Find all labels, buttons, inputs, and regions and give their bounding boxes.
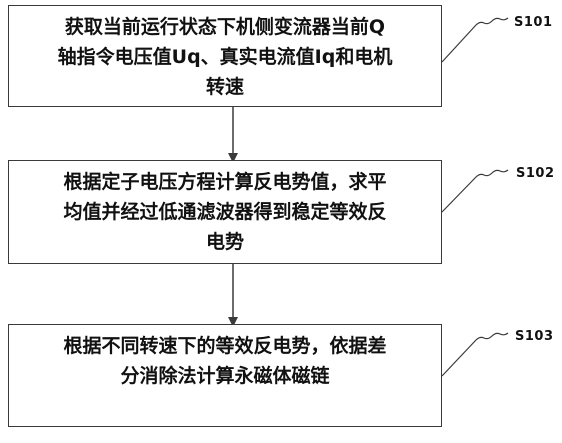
- step-text-line: 电势: [205, 231, 244, 253]
- leader-line-s103: [441, 332, 509, 377]
- leader-line-s102: [441, 169, 509, 213]
- step-text-line: 根据不同转速下的等效反电势，依据差: [63, 335, 387, 357]
- step-text-line: 轴指令电压值Uq、真实电流值Iq和电机: [57, 46, 393, 68]
- step-label-s102: S102: [516, 166, 555, 181]
- step-text-line: 根据定子电压方程计算反电势值，求平: [63, 171, 387, 193]
- step-box-s101: 获取当前运行状态下机侧变流器当前Q 轴指令电压值Uq、真实电流值Iq和电机 转速: [8, 5, 442, 107]
- step-text-line: 分消除法计算永磁体磁链: [120, 365, 330, 387]
- step-label-s101: S101: [514, 15, 553, 30]
- step-label-s103: S103: [515, 329, 554, 344]
- step-box-s102: 根据定子电压方程计算反电势值，求平 均值并经过低通滤波器得到稳定等效反 电势: [8, 160, 442, 264]
- leader-line-s101: [441, 17, 509, 63]
- step-text-line: 转速: [205, 76, 244, 98]
- step-box-s103: 根据不同转速下的等效反电势，依据差 分消除法计算永磁体磁链: [8, 324, 442, 427]
- step-text-line: 均值并经过低通滤波器得到稳定等效反: [63, 201, 387, 223]
- step-text-line: 获取当前运行状态下机侧变流器当前Q: [64, 16, 386, 38]
